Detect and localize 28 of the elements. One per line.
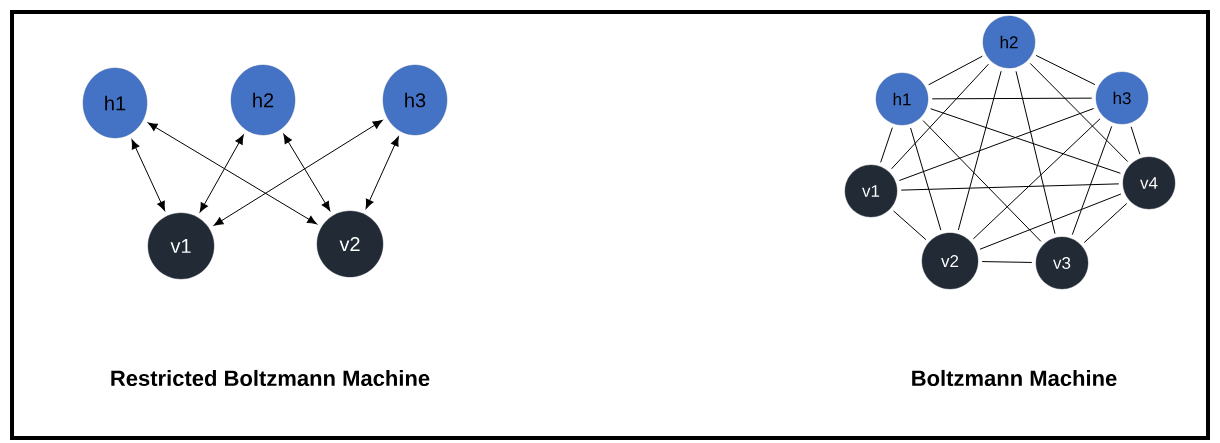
connector-line <box>1083 202 1128 244</box>
double-arrow <box>131 139 166 211</box>
connector-line <box>910 127 942 231</box>
connector-line <box>900 183 1120 191</box>
connector-line <box>891 63 989 170</box>
connector-line <box>1015 70 1056 235</box>
double-arrow <box>199 134 244 213</box>
connector-line <box>930 108 1121 174</box>
double-arrow <box>213 120 383 226</box>
caption: Boltzmann Machine <box>912 369 1117 387</box>
double-arrow <box>147 122 317 225</box>
connector-line <box>1035 54 1096 86</box>
double-arrow <box>365 136 399 209</box>
connector-line <box>880 127 893 163</box>
connector-line <box>972 118 1101 240</box>
connector-line <box>893 210 927 241</box>
connector-line <box>1130 126 1141 155</box>
connector-line <box>1071 125 1113 236</box>
connector-line <box>922 120 1042 242</box>
connector-line <box>928 55 983 86</box>
connector-line <box>981 261 1033 263</box>
connector-line <box>957 70 1002 231</box>
double-arrow <box>283 133 331 212</box>
connector-line <box>931 97 1093 100</box>
connector-line <box>898 108 1095 181</box>
connector-line <box>979 193 1122 250</box>
caption: Restricted Boltzmann Machine <box>111 369 430 387</box>
connector-line <box>1029 62 1129 163</box>
